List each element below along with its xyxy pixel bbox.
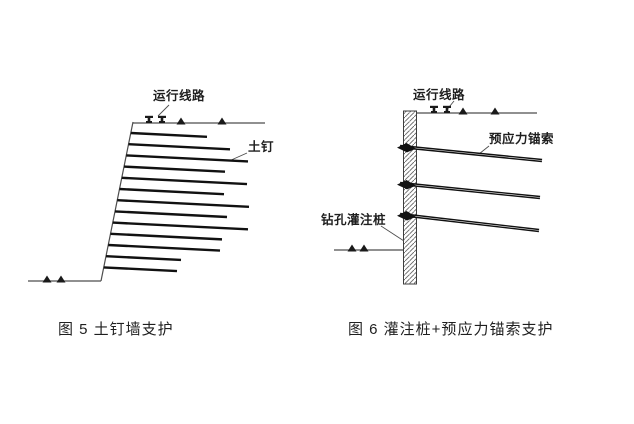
rail-icon (430, 105, 438, 108)
soil-nail (110, 232, 223, 241)
leader-line (157, 104, 170, 117)
fig5-soil-nail-label: 土钉 (248, 140, 275, 154)
rail-icon (444, 111, 450, 113)
fig6-pile-anchor-diagram (334, 100, 543, 285)
anchor-head (397, 142, 416, 153)
ground-mark-icon (42, 275, 52, 283)
rail-icon (145, 115, 153, 118)
leader-line (478, 145, 490, 155)
soil-nail (130, 131, 208, 139)
soil-nail (126, 154, 249, 163)
fig6-anchor-cable-label: 预应力锚索 (489, 132, 555, 146)
leader-line (380, 225, 405, 242)
rail-icon (432, 107, 436, 112)
ground-mark-icon (176, 117, 186, 125)
anchor-head (397, 211, 416, 221)
soil-nail (128, 143, 231, 151)
rail-icon (160, 117, 164, 122)
rail-icon (146, 121, 152, 123)
rail-icon (158, 115, 166, 118)
ground-mark-icon (347, 244, 357, 252)
ground-mark-icon (217, 117, 227, 125)
fig5-caption: 图 5 土钉墙支护 (58, 321, 174, 338)
bored-pile (403, 110, 417, 285)
fig6-operating-line-label: 运行线路 (413, 88, 466, 102)
soil-nail (108, 243, 221, 252)
soil-nail (114, 210, 228, 219)
fig6-bored-pile-label: 钻孔灌注桩 (321, 213, 387, 227)
slope-face (100, 121, 134, 282)
soil-nail (121, 176, 248, 186)
fig6-caption: 图 6 灌注桩+预应力锚索支护 (348, 321, 554, 338)
fig5-operating-line-label: 运行线路 (153, 89, 206, 103)
anchor-cable-texture (399, 146, 543, 161)
soil-nail (105, 255, 182, 262)
soil-nail (117, 199, 250, 208)
rail-icon (147, 117, 151, 122)
ground-mark-icon (490, 107, 500, 115)
anchor-head (397, 179, 416, 190)
ground-mark-icon (56, 275, 66, 283)
soil-nail (123, 165, 226, 173)
anchor-cable-texture (399, 183, 541, 198)
soil-nail (119, 187, 225, 196)
soil-nail (112, 221, 249, 231)
rail-icon (443, 105, 451, 108)
ground-mark-icon (359, 244, 369, 252)
soil-nail (103, 266, 178, 273)
rail-icon (431, 111, 437, 113)
rail-icon (445, 107, 449, 112)
anchor-cable-texture (399, 214, 540, 231)
ground-mark-icon (458, 107, 468, 115)
rail-icon (159, 121, 165, 123)
fig5-soil-nail-wall-diagram (28, 104, 265, 283)
